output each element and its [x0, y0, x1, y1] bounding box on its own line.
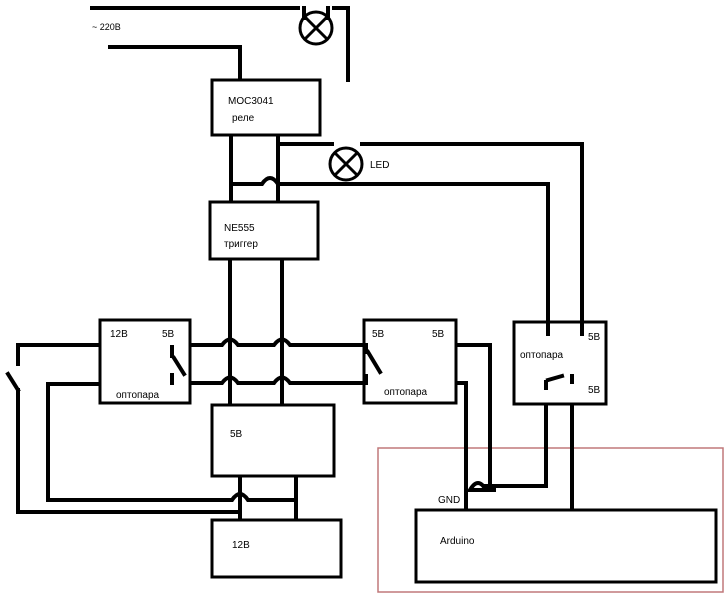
moc-label-line1: MOC3041 [228, 96, 274, 107]
ne555-trigger-box [208, 200, 320, 261]
wires [5, 6, 584, 522]
arduino-label: Arduino [440, 536, 475, 547]
supply-label: ~ 220В [92, 22, 121, 32]
wire-220-bottom [108, 45, 242, 82]
arduino-gnd-label: GND [438, 495, 460, 506]
opto-left-name: оптопара [116, 390, 160, 401]
psu-5v-label: 5В [230, 429, 243, 440]
moc3041-relay-box [210, 78, 322, 137]
ne555-label-line1: NE555 [224, 223, 255, 234]
switch-mid-icon [364, 343, 383, 385]
lamp-icon [298, 6, 334, 46]
opto-right-name: оптопара [520, 350, 564, 361]
optocoupler-mid-box [362, 318, 458, 405]
wire-mid-opto-out [454, 381, 468, 512]
moc-label-line2: реле [232, 113, 255, 124]
wire-right-opto-pin1 [484, 381, 548, 488]
switch-right-icon [544, 373, 574, 390]
opto-mid-pin-left: 5В [372, 329, 385, 340]
wire-led-top [276, 142, 584, 324]
wire-220-top [90, 6, 350, 82]
opto-right-pin-top: 5В [588, 332, 601, 343]
optocoupler-right-box [512, 320, 608, 406]
wire-bus-upper [170, 337, 368, 380]
wire-left-switch-blade [5, 343, 240, 514]
arduino-box [414, 508, 718, 584]
wire-left-switch-top [16, 338, 110, 347]
opto-right-pin-bottom: 5В [588, 385, 601, 396]
wire-12v-up [238, 474, 298, 522]
switch-icon [170, 345, 187, 385]
psu-12v-label: 12В [232, 540, 250, 551]
wire-mid-gnd [454, 343, 496, 492]
led-label: LED [370, 160, 389, 171]
arduino-highlight-frame [377, 447, 724, 593]
opto-mid-pin-right: 5В [432, 329, 445, 340]
opto-left-pin-right: 5В [162, 329, 175, 340]
ne555-label-line2: триггер [224, 239, 258, 250]
wire-led-bottom [229, 176, 550, 324]
psu-5v-box [210, 403, 336, 478]
wire-bus-lower [170, 375, 368, 385]
led-icon [328, 146, 364, 182]
opto-left-pin-left: 12В [110, 329, 128, 340]
psu-12v-box [210, 518, 343, 579]
opto-right-pins [546, 320, 584, 336]
opto-mid-name: оптопара [384, 387, 428, 398]
